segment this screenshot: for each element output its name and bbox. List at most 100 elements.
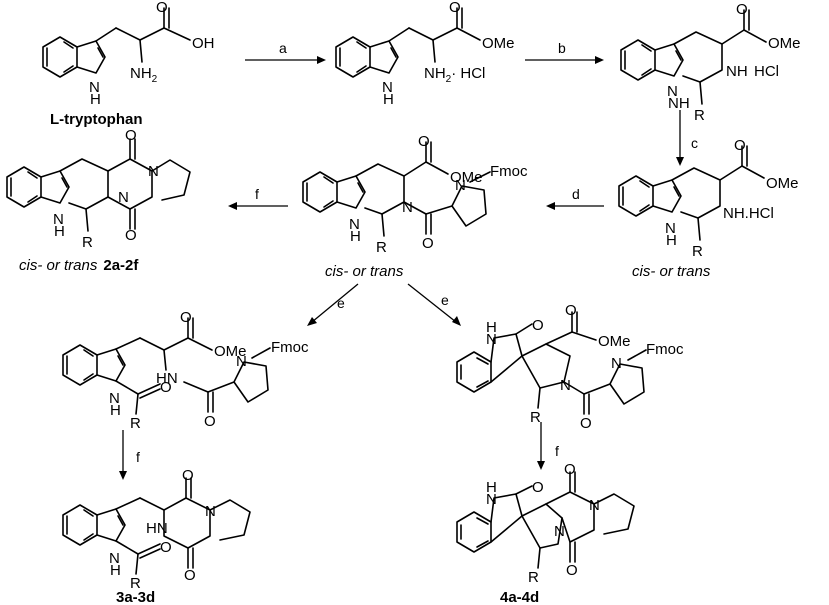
label-4a-4d: 4a-4d [500, 589, 539, 605]
svg-text:H: H [110, 562, 121, 579]
svg-text:O: O [422, 235, 434, 252]
atom-oh: OH [192, 35, 215, 52]
svg-text:N: N [554, 523, 565, 540]
svg-text:O: O [564, 461, 576, 478]
svg-text:OMe: OMe [598, 333, 631, 350]
svg-text:N: N [118, 189, 129, 206]
svg-text:Fmoc: Fmoc [490, 163, 528, 180]
svg-text:Fmoc: Fmoc [271, 339, 309, 356]
svg-text:H: H [110, 402, 121, 419]
arrow-f-to-2a-2f: f [228, 186, 288, 210]
svg-text:R: R [376, 239, 387, 256]
svg-text:N: N [53, 211, 64, 228]
arrow-a: a [245, 40, 326, 64]
svg-text:H: H [486, 479, 497, 496]
svg-text:OMe: OMe [450, 169, 483, 186]
compound-thbc-cis-trans: O OMe NH.HCl N H R cis- or trans [618, 137, 799, 280]
svg-text:NH2· HCl: NH2· HCl [424, 65, 485, 85]
svg-text:O: O [734, 137, 746, 154]
svg-text:R: R [692, 243, 703, 260]
svg-text:N: N [109, 390, 120, 407]
atom-nh2: NH2 [130, 65, 158, 85]
svg-text:H: H [486, 319, 497, 336]
svg-text:O: O [204, 413, 216, 430]
arrow-b: b [525, 40, 604, 64]
svg-text:H: H [54, 223, 65, 240]
arrow-c: c [676, 110, 698, 166]
arrow-e-right: e [407, 283, 461, 326]
svg-text:N: N [109, 550, 120, 567]
svg-text:O: O [566, 562, 578, 579]
svg-text:N: N [486, 331, 497, 348]
svg-text:O: O [565, 302, 577, 319]
svg-text:R: R [130, 575, 141, 592]
svg-text:f: f [555, 443, 559, 459]
svg-text:O: O [532, 479, 544, 496]
svg-text:f: f [255, 186, 259, 202]
svg-text:O: O [449, 0, 461, 16]
atom-indole-h: H [90, 91, 101, 108]
svg-text:N: N [402, 199, 413, 216]
atom-indole-n: N [89, 79, 100, 96]
svg-text:b: b [558, 40, 566, 56]
svg-text:HCl: HCl [754, 63, 779, 80]
arrow-d: d [546, 186, 604, 210]
compound-3a-3d: O N HN O O R N H 3a-3d [62, 467, 251, 605]
svg-text:Fmoc: Fmoc [646, 341, 684, 358]
compound-tryptophan-methyl-ester: O OMe NH2· HCl N H [335, 0, 515, 108]
svg-text:N: N [236, 353, 247, 370]
svg-text:OMe: OMe [766, 175, 799, 192]
svg-text:R: R [130, 415, 141, 432]
svg-text:a: a [279, 40, 287, 56]
compound-tetrahydro-beta-carboline: O OMe NH HCl N NH R [620, 1, 801, 124]
svg-text:O: O [184, 567, 196, 584]
svg-text:OMe: OMe [768, 35, 801, 52]
svg-text:N: N [611, 355, 622, 372]
svg-text:R: R [530, 409, 541, 426]
svg-text:N: N [589, 497, 600, 514]
svg-text:N: N [349, 216, 360, 233]
svg-text:c: c [691, 135, 698, 151]
svg-text:N: N [665, 220, 676, 237]
svg-text:HN: HN [156, 370, 178, 387]
svg-text:R: R [528, 569, 539, 586]
svg-text:O: O [160, 379, 172, 396]
compound-2-acylindole-intermediate: O OMe HN N Fmoc O O R N H [62, 309, 309, 432]
svg-text:N: N [560, 377, 571, 394]
arrow-e-left: e [307, 283, 359, 326]
svg-text:H: H [350, 228, 361, 245]
svg-text:O: O [580, 415, 592, 432]
svg-text:O: O [160, 539, 172, 556]
svg-text:OMe: OMe [214, 343, 247, 360]
svg-text:e: e [337, 295, 345, 311]
svg-text:HN: HN [146, 520, 168, 537]
svg-text:R: R [694, 107, 705, 124]
svg-text:NH.HCl: NH.HCl [723, 205, 774, 222]
svg-text:H: H [383, 91, 394, 108]
arrow-f-to-4a-4d: f [537, 422, 559, 470]
compound-l-tryptophan: O OH NH2 N H L-tryptophan [42, 0, 215, 128]
svg-text:cis- or trans: cis- or trans [325, 263, 404, 280]
svg-text:f: f [136, 449, 140, 465]
svg-text:O: O [736, 1, 748, 18]
label-3a-3d: 3a-3d [116, 589, 155, 605]
svg-text:e: e [441, 292, 449, 308]
svg-text:NH: NH [668, 95, 690, 112]
svg-text:N: N [148, 163, 159, 180]
atom-o: O [156, 0, 168, 16]
svg-text:O: O [180, 309, 192, 326]
svg-text:O: O [182, 467, 194, 484]
svg-text:N: N [667, 83, 678, 100]
svg-text:O: O [418, 133, 430, 150]
svg-text:N: N [455, 177, 466, 194]
svg-text:H: H [666, 232, 677, 249]
svg-text:NH: NH [726, 63, 748, 80]
svg-text:N: N [205, 503, 216, 520]
svg-text:N: N [382, 79, 393, 96]
svg-text:d: d [572, 186, 580, 202]
svg-text:N: N [486, 491, 497, 508]
compound-spirooxindole-intermediate: H N O O OMe N N Fmoc O R [456, 302, 684, 432]
svg-text:R: R [82, 234, 93, 251]
